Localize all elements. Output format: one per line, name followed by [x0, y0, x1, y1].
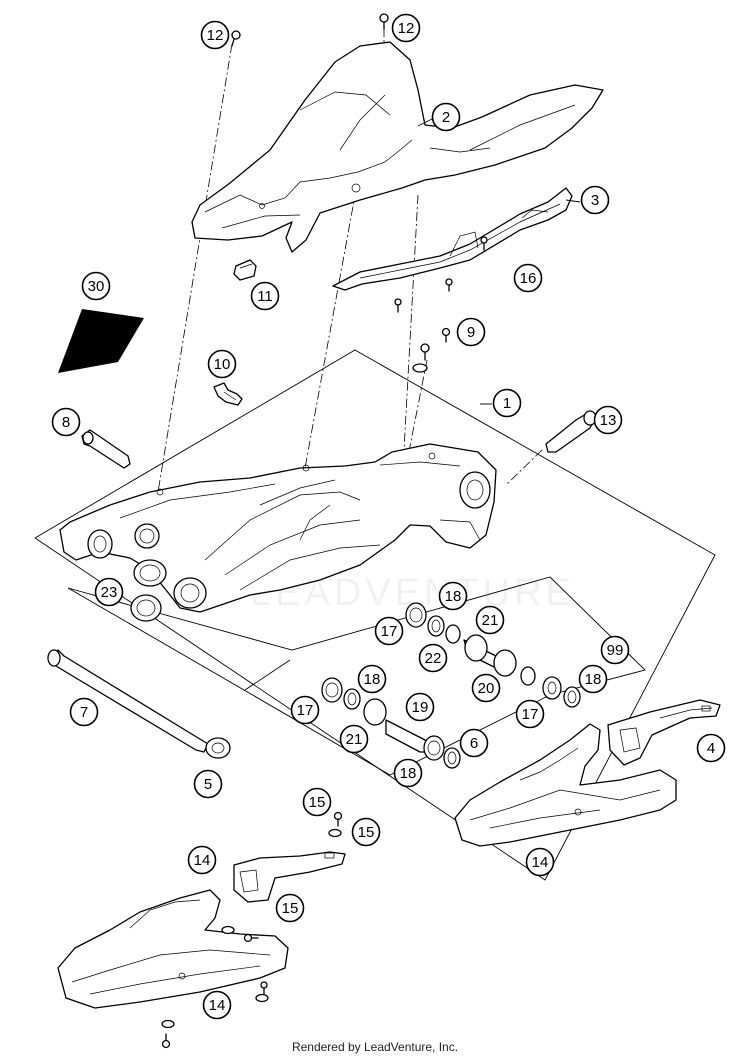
axle-part-6: [47, 649, 209, 753]
callout-label: 99: [607, 642, 624, 659]
callout-11: 11: [250, 281, 280, 311]
callout-label: 5: [204, 776, 212, 793]
callout-21: 21: [475, 605, 505, 635]
callout-17: 17: [515, 699, 545, 729]
callout-1: 1: [492, 388, 522, 418]
pin-part-8: [81, 429, 131, 469]
sticker-part-30: [58, 309, 144, 373]
callout-18: 18: [393, 758, 423, 788]
callout-16: 16: [513, 263, 543, 293]
callout-label: 30: [88, 278, 105, 295]
screw-part-9: [412, 327, 451, 373]
screws-part-16: [394, 236, 488, 313]
callout-6: 6: [459, 728, 489, 758]
callout-4: 4: [696, 733, 726, 763]
callout-label: 20: [478, 680, 495, 697]
screw-part-12: [231, 13, 389, 47]
callout-13: 13: [593, 405, 623, 435]
callout-label: 12: [207, 27, 224, 44]
callout-label: 18: [364, 671, 381, 688]
screws-part-14-15: [161, 811, 343, 1049]
chain-guard-part-3: [332, 187, 573, 291]
callout-label: 19: [412, 699, 429, 716]
callout-label: 12: [398, 20, 415, 37]
callout-label: 2: [442, 109, 450, 126]
callout-9: 9: [456, 317, 486, 347]
callout-label: 14: [209, 997, 226, 1014]
chain-slider-part-4: [454, 723, 677, 847]
pin-part-13: [545, 410, 597, 453]
chain-slider-lower: [57, 889, 289, 1009]
callout-7: 7: [69, 697, 99, 727]
callout-label: 6: [470, 735, 478, 752]
callout-label: 17: [381, 623, 398, 640]
ring-part-23: [130, 559, 167, 622]
callout-label: 18: [445, 588, 462, 605]
callout-18: 18: [578, 664, 608, 694]
callout-2: 2: [431, 102, 461, 132]
callout-17: 17: [290, 695, 320, 725]
callout-17: 17: [374, 616, 404, 646]
callout-99: 99: [600, 635, 630, 665]
swingarm-part-1: [59, 443, 497, 613]
callout-label: 16: [520, 270, 537, 287]
chain-guide-lower: [233, 851, 346, 903]
callout-30: 30: [81, 271, 111, 301]
callout-label: 9: [467, 324, 475, 341]
callout-label: 4: [707, 740, 715, 757]
callout-15: 15: [275, 893, 305, 923]
nut-part-7: [205, 737, 231, 759]
callout-10: 10: [207, 349, 237, 379]
callout-14: 14: [187, 845, 217, 875]
callout-label: 21: [346, 731, 363, 748]
footer-credit: Rendered by LeadVenture, Inc.: [291, 1040, 459, 1054]
bearing-kit-part-99: [321, 602, 581, 769]
callout-12: 12: [200, 20, 230, 50]
callout-label: 7: [80, 704, 88, 721]
callout-15: 15: [302, 787, 332, 817]
callout-15: 15: [351, 817, 381, 847]
callout-14: 14: [525, 847, 555, 877]
callout-23: 23: [94, 577, 124, 607]
callout-label: 18: [400, 765, 417, 782]
callout-label: 8: [62, 414, 70, 431]
callout-label: 17: [297, 702, 314, 719]
callout-8: 8: [51, 407, 81, 437]
callout-3: 3: [580, 185, 610, 215]
bolt-part-10: [213, 382, 243, 406]
callout-label: 23: [101, 584, 118, 601]
callout-5: 5: [193, 769, 223, 799]
callout-label: 22: [425, 650, 442, 667]
callout-label: 15: [358, 824, 375, 841]
callout-label: 21: [482, 612, 499, 629]
callout-19: 19: [405, 692, 435, 722]
callout-label: 3: [591, 192, 599, 209]
callout-18: 18: [357, 664, 387, 694]
callout-label: 10: [214, 356, 231, 373]
callout-label: 15: [309, 794, 326, 811]
callout-21: 21: [339, 724, 369, 754]
callout-label: 1: [503, 395, 511, 412]
callout-label: 17: [522, 706, 539, 723]
callout-label: 11: [257, 288, 273, 305]
callout-label: 18: [585, 671, 602, 688]
chain-guide-part-5: [607, 699, 721, 766]
mudguard-part-2: [191, 41, 604, 253]
rubber-grommet-part-11: [233, 259, 257, 281]
callout-20: 20: [471, 673, 501, 703]
callout-label: 13: [600, 412, 617, 429]
callout-12: 12: [391, 13, 421, 43]
callout-label: 14: [532, 854, 549, 871]
callout-14: 14: [202, 990, 232, 1020]
callout-label: 14: [194, 852, 211, 869]
callout-label: 15: [282, 900, 299, 917]
callout-22: 22: [418, 643, 448, 673]
callout-18: 18: [438, 581, 468, 611]
